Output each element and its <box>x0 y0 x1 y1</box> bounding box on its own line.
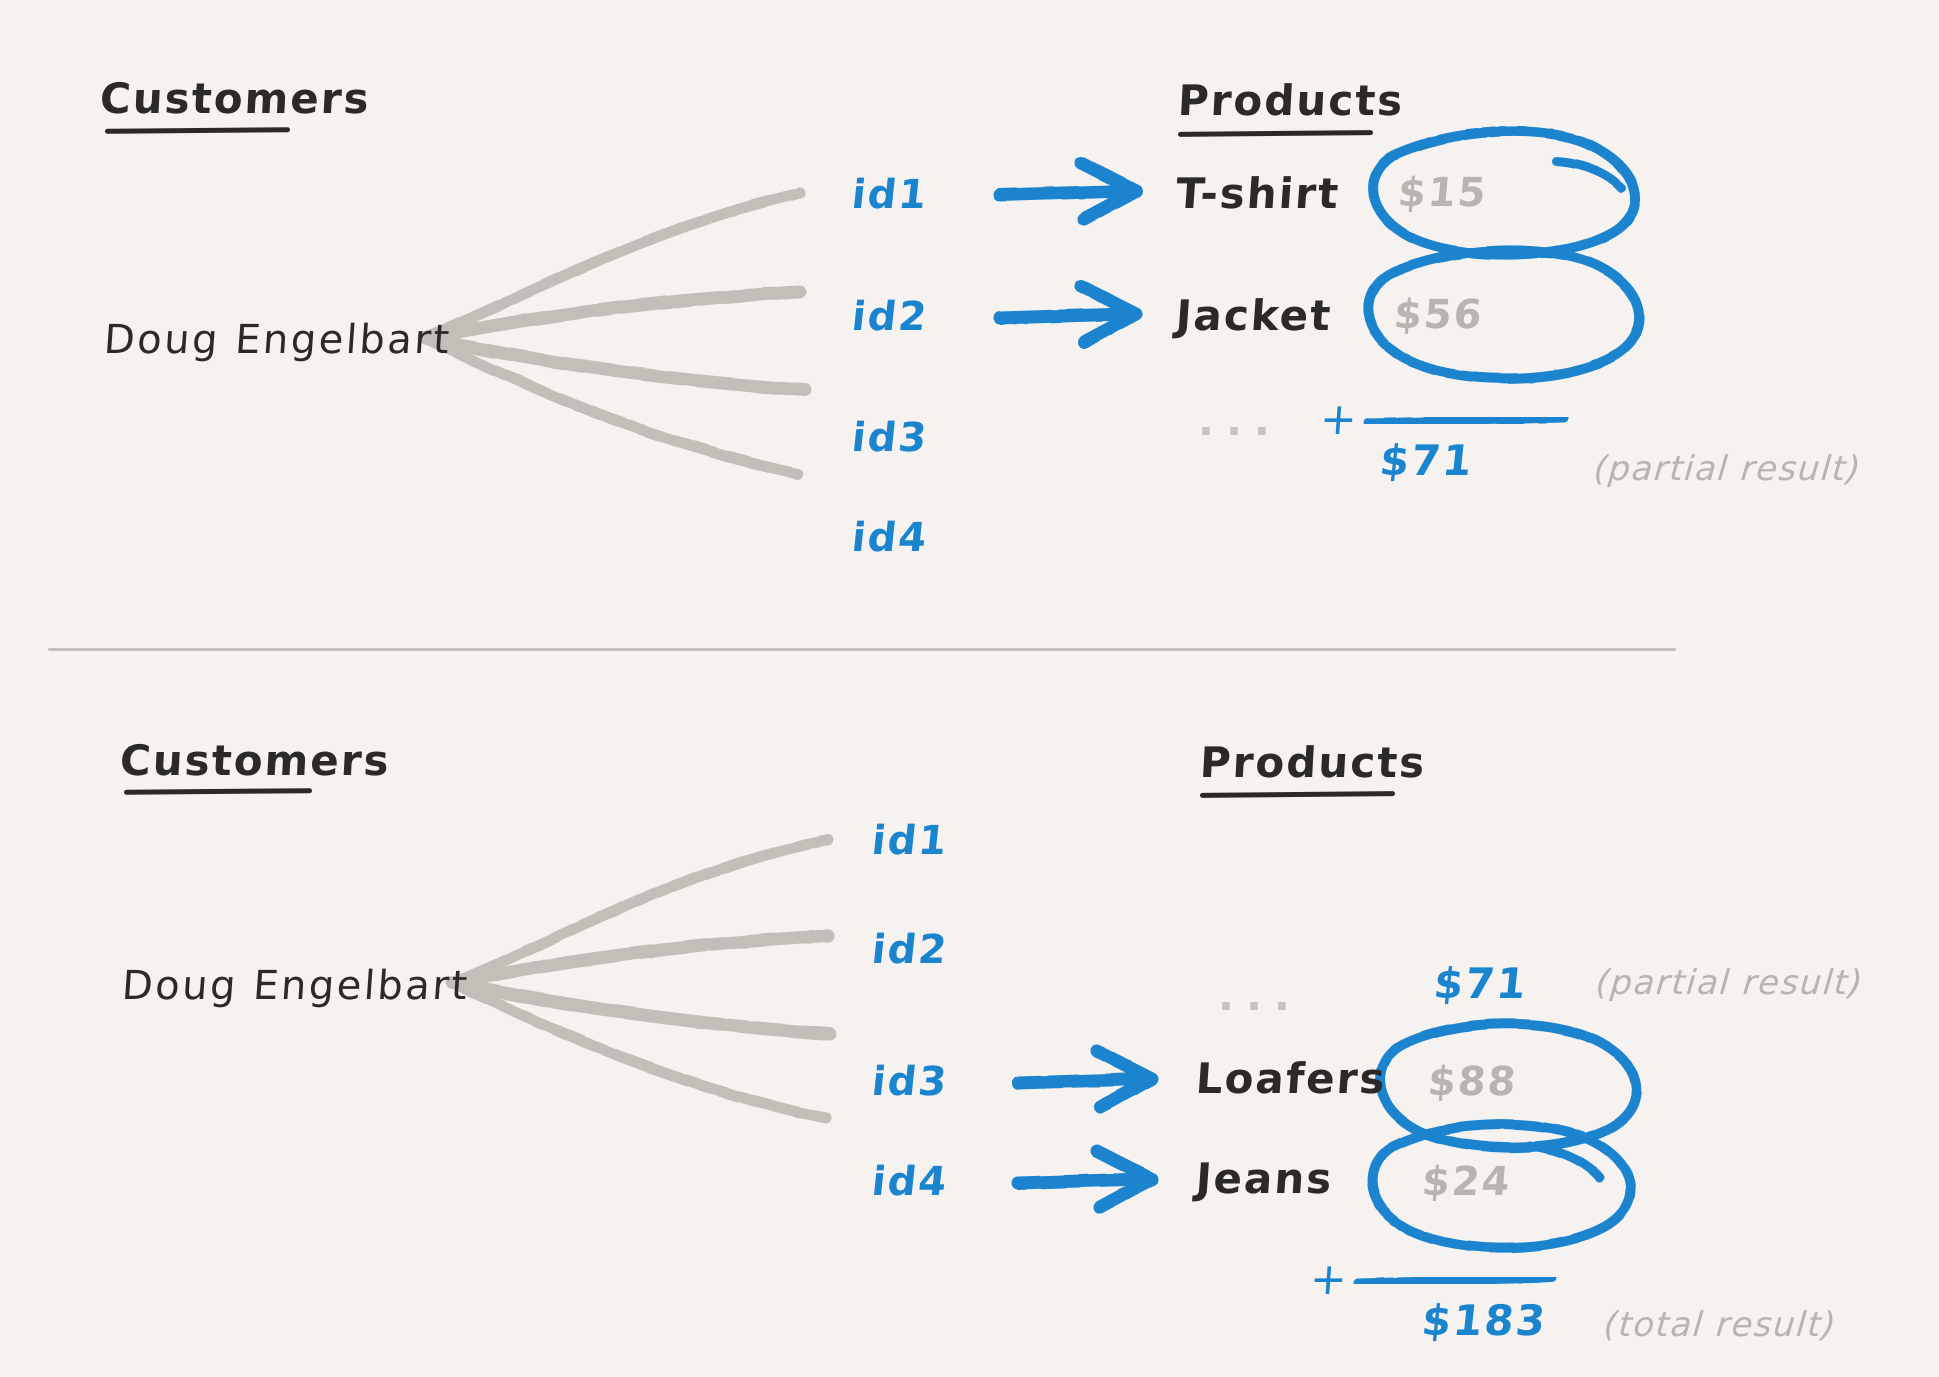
bottom-product-price-2: $24 <box>1419 1159 1514 1205</box>
top-ellipsis: ... <box>1198 396 1282 445</box>
arrow-id4-jeans <box>1011 1144 1159 1214</box>
bottom-product-name-2: Jeans <box>1194 1154 1336 1203</box>
sum-rule-bottom <box>1353 1273 1557 1288</box>
top-id-label-3[interactable]: id3 <box>849 415 931 461</box>
arrow-id1-tshirt <box>993 156 1143 226</box>
bottom-products-underline <box>1199 791 1396 798</box>
fan-lines-bottom <box>445 834 837 1124</box>
top-sum-value: $71 <box>1377 436 1477 485</box>
bottom-carried-value: $71 <box>1431 959 1531 1008</box>
top-customer-name: Doug Engelbart <box>102 317 454 363</box>
bottom-carried-ellipsis: ... <box>1218 971 1302 1020</box>
arrow-id2-jacket <box>993 279 1143 349</box>
top-customers-underline <box>104 127 291 134</box>
top-products-underline <box>1177 130 1374 137</box>
bottom-customers-heading: Customers <box>118 736 392 785</box>
bottom-id-label-4[interactable]: id4 <box>869 1159 951 1205</box>
bottom-id-label-2[interactable]: id2 <box>869 927 951 973</box>
arrow-id3-loafers <box>1011 1044 1159 1114</box>
bottom-carried-note: (partial result) <box>1594 963 1866 1003</box>
bottom-product-name-1: Loafers <box>1194 1054 1389 1103</box>
top-sum-note: (partial result) <box>1592 449 1864 489</box>
top-customers-heading: Customers <box>98 74 372 123</box>
panel-divider <box>48 648 1676 651</box>
bottom-id-label-3[interactable]: id3 <box>869 1059 951 1105</box>
bottom-plus-sign: + <box>1308 1254 1351 1305</box>
top-id-label-4[interactable]: id4 <box>849 515 931 561</box>
bottom-customers-underline <box>123 788 313 795</box>
bottom-id-label-1[interactable]: id1 <box>869 818 951 864</box>
bottom-customer-name: Doug Engelbart <box>120 963 472 1009</box>
top-product-price-2: $56 <box>1391 292 1486 338</box>
bottom-sum-note: (total result) <box>1602 1305 1839 1345</box>
fan-lines-top <box>417 187 812 480</box>
bottom-products-heading: Products <box>1198 738 1428 787</box>
top-id-label-1[interactable]: id1 <box>849 172 931 218</box>
sum-rule-top <box>1363 413 1569 428</box>
top-product-name-2: Jacket <box>1174 291 1334 340</box>
top-plus-sign: + <box>1318 394 1361 445</box>
top-product-name-1: T-shirt <box>1174 169 1342 218</box>
bottom-product-price-1: $88 <box>1425 1059 1520 1105</box>
bottom-sum-value: $183 <box>1419 1296 1550 1345</box>
top-products-heading: Products <box>1176 76 1406 125</box>
top-product-price-1: $15 <box>1395 170 1490 216</box>
top-id-label-2[interactable]: id2 <box>849 294 931 340</box>
